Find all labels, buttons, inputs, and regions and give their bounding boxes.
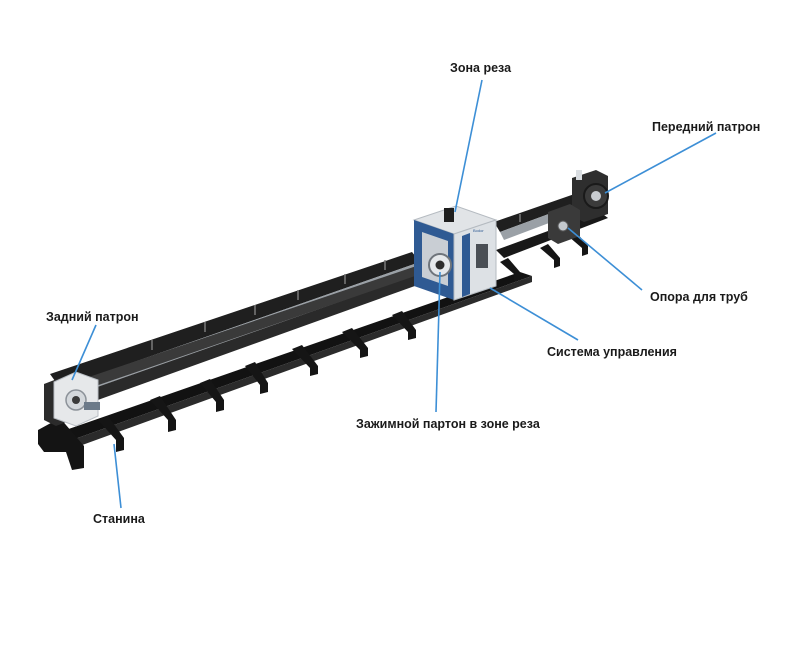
front-chuck-hub [591, 191, 601, 201]
bed-leg [292, 345, 318, 376]
main-rail [50, 190, 594, 410]
leader-front-chuck [604, 132, 717, 194]
label-rear-chuck: Задний патрон [46, 310, 139, 324]
label-bed: Станина [93, 512, 145, 526]
pipe [80, 258, 444, 390]
bed-left-foot [38, 418, 84, 470]
label-pipe-support: Опора для труб [650, 290, 748, 304]
leader-lines [71, 79, 717, 509]
rail-top [50, 252, 420, 388]
bed-leg [540, 244, 560, 268]
bed-leg [392, 311, 416, 340]
label-front-chuck: Передний патрон [652, 120, 761, 134]
rear-chuck-bracket [84, 402, 100, 410]
bed-frame [38, 212, 608, 470]
pipe-support-posts [151, 214, 521, 350]
cabinet-right-trim [462, 233, 470, 297]
bed-leg [150, 396, 176, 432]
leader-pipe-support [567, 227, 643, 291]
cutting-head [444, 208, 454, 222]
bed-lower-beam [60, 272, 532, 440]
bed-leg [200, 379, 224, 412]
front-chuck-mount [576, 170, 582, 180]
bed-lower-beam-face [72, 276, 532, 448]
bed-leg [98, 416, 124, 452]
cut-zone-chuck-center [435, 260, 445, 270]
pipe-support-roller [557, 220, 569, 232]
rail-right-top [494, 190, 592, 232]
leader-cut-zone-chuck [435, 271, 441, 413]
leader-control-system [489, 287, 579, 341]
front-chuck [572, 170, 609, 222]
rear-chuck-center [72, 396, 80, 404]
control-panel-screen [476, 244, 488, 268]
bed-leg [500, 258, 520, 282]
rear-chuck [44, 371, 100, 427]
label-control-system: Система управления [547, 345, 677, 359]
label-cut-zone: Зона реза [450, 61, 512, 75]
leader-rear-chuck [71, 324, 97, 381]
label-cut-zone-chuck: Зажимной партон в зоне реза [356, 417, 540, 431]
cutting-cabinet: Bodor [412, 205, 498, 301]
leader-bed [113, 443, 122, 509]
pipe-support-unit [548, 204, 580, 244]
bed-leg [245, 362, 268, 394]
leader-cut-zone [454, 79, 483, 213]
rail-bottom [66, 272, 426, 410]
cabinet-brand: Bodor [473, 228, 484, 233]
bed-leg [342, 328, 368, 358]
